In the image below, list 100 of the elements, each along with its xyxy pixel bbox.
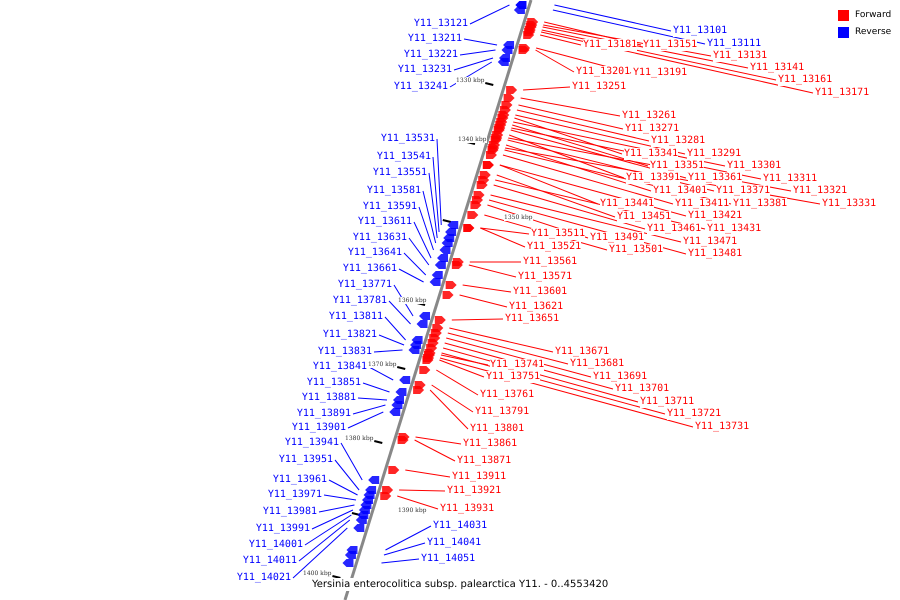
gene-label: Y11_13941: [284, 437, 339, 449]
gene-label: Y11_13331: [822, 198, 876, 210]
leader-line: [415, 436, 462, 444]
gene-label: Y11_13111: [707, 38, 762, 50]
leader-line: [436, 138, 442, 226]
gene-label: Y11_13321: [793, 185, 848, 197]
gene-label: Y11_14021: [236, 572, 291, 584]
leader-line: [430, 390, 468, 430]
gene-label: Y11_13451: [617, 211, 672, 223]
gene-label: Y11_13241: [394, 81, 448, 93]
leader-line: [328, 480, 358, 496]
leader-line: [540, 34, 582, 46]
gene-label: Y11_13441: [600, 198, 654, 210]
gene-label: Y11_13741: [490, 359, 544, 371]
leader-line: [522, 86, 570, 90]
leader-line: [506, 144, 652, 192]
leader-line: [378, 334, 405, 346]
gene-label: Y11_13931: [440, 503, 494, 515]
leader-line: [480, 228, 530, 234]
leader-line: [380, 558, 420, 564]
gene-label: Y11_13891: [296, 408, 351, 420]
gene-label: Y11_13671: [555, 346, 610, 358]
gene-label: Y11_13831: [318, 346, 372, 358]
leader-line: [383, 542, 426, 556]
leader-line: [418, 206, 434, 250]
leader-line: [502, 154, 674, 204]
gene-label: Y11_13121: [414, 18, 468, 30]
gene-label: Y11_13641: [348, 247, 402, 259]
gene-label: Y11_14031: [433, 520, 488, 532]
leader-line: [398, 268, 424, 282]
leader-line: [480, 228, 526, 248]
leader-line: [340, 442, 363, 480]
leader-line: [454, 58, 494, 70]
leader-line: [451, 318, 504, 320]
gene-label: Y11_14051: [421, 553, 476, 565]
gene-label: Y11_13861: [463, 438, 518, 450]
leader-line: [398, 490, 446, 492]
leader-line: [554, 4, 672, 32]
leader-line: [535, 50, 574, 72]
gene-label: Y11_13431: [707, 223, 762, 235]
gene-label: Y11_13721: [667, 408, 722, 420]
legend-label: Reverse: [855, 26, 892, 38]
leader-line: [431, 384, 474, 412]
gene-label: Y11_13211: [408, 33, 462, 45]
gene-label: Y11_13301: [727, 160, 782, 172]
gene-label: Y11_13901: [292, 422, 346, 434]
leader-line: [404, 470, 450, 478]
gene-label: Y11_13251: [572, 81, 626, 93]
gene-label: Y11_13581: [366, 185, 421, 197]
gene-label: Y11_13691: [593, 371, 648, 383]
gene-label: Y11_13701: [615, 383, 670, 395]
leader-line: [352, 404, 386, 414]
leader-line: [404, 252, 426, 276]
leader-line: [414, 222, 432, 258]
gene-label: Y11_13421: [688, 210, 742, 222]
leader-line: [312, 510, 354, 530]
gene-label: Y11_13531: [380, 133, 435, 145]
leader-line: [460, 50, 496, 56]
gene-label: Y11_13921: [447, 485, 502, 497]
gene-label: Y11_13381: [733, 198, 788, 210]
leader-line: [318, 504, 355, 512]
gene-label: Y11_13261: [622, 110, 676, 122]
gene-label: Y11_14041: [427, 537, 482, 549]
gene-label: Y11_13781: [332, 295, 387, 307]
gene-label: Y11_13751: [486, 371, 540, 383]
gene-label: Y11_13101: [673, 25, 728, 37]
leader-line: [384, 316, 406, 340]
gene-label: Y11_14001: [248, 539, 303, 551]
leader-line: [422, 190, 436, 244]
gene-label: Y11_13291: [687, 148, 742, 160]
gene-label: Y11_13771: [338, 279, 392, 291]
gene-label: Y11_13341: [624, 148, 678, 160]
gene-label: Y11_13571: [518, 271, 572, 283]
gene-label: Y11_13461: [647, 223, 702, 235]
leader-line: [470, 4, 510, 24]
gene-label: Y11_13681: [570, 358, 624, 370]
leader-line: [514, 114, 686, 154]
leader-line: [552, 10, 706, 44]
gene-label: Y11_13731: [695, 421, 750, 433]
gene-label: Y11_13371: [716, 185, 770, 197]
leader-line: [304, 514, 352, 546]
leader-line: [518, 104, 624, 130]
gene-label: Y11_13911: [452, 471, 506, 483]
leader-line: [438, 360, 484, 378]
gene-label: Y11_13511: [531, 228, 586, 240]
leader-line: [462, 284, 512, 292]
gene-label: Y11_13311: [763, 173, 818, 185]
gene-label: Y11_13631: [352, 232, 407, 244]
leader-line: [508, 134, 624, 178]
gene-label: Y11_13881: [302, 392, 356, 404]
gene-label: Y11_13611: [358, 216, 412, 228]
gene-label: Y11_13171: [815, 87, 870, 99]
leader-line: [348, 412, 384, 428]
gene-label: Y11_13871: [457, 455, 512, 467]
caption: Yersinia enterocolitica subsp. palearctica Y11. - 0..4553420: [312, 578, 608, 591]
leader-line: [362, 382, 390, 392]
gene-label: Y11_13791: [475, 406, 530, 418]
gene-label: Y11_13361: [688, 172, 742, 184]
leader-line: [324, 494, 356, 500]
gene-label: Y11_13151: [643, 39, 698, 51]
